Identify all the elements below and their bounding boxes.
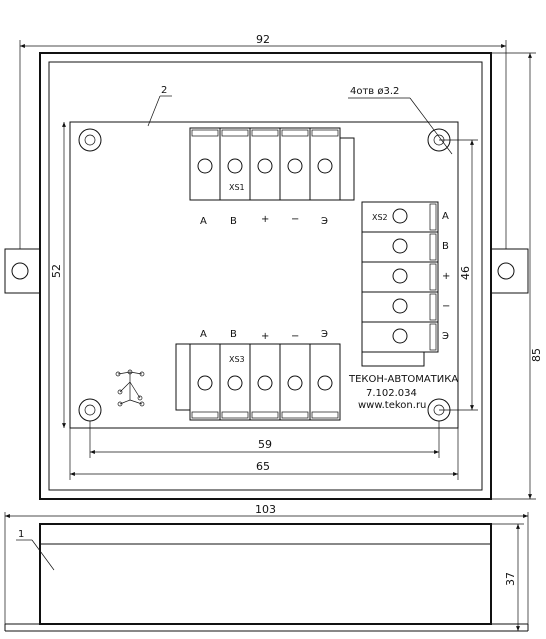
xs1-pin-plus: + <box>261 214 269 225</box>
xs2-pin-plus: + <box>442 271 450 282</box>
xs1-pin-a: A <box>200 216 207 227</box>
xs2-label: XS2 <box>372 213 388 222</box>
xs1-pin-b: B <box>230 216 237 227</box>
terminal-block-xs3 <box>175 343 341 421</box>
dim-overall-width: 103 <box>255 503 276 516</box>
board-website: www.tekon.ru <box>358 400 426 411</box>
callout-holes <box>348 97 453 155</box>
xs3-label: XS3 <box>229 355 245 364</box>
callout-case-number: 1 <box>18 529 24 540</box>
terminal-block-xs2 <box>361 201 439 367</box>
dim-right-inner-height: 46 <box>459 266 472 280</box>
mounting-ear-left <box>4 248 40 294</box>
dim-left-height: 52 <box>50 264 63 278</box>
callout-board-number: 2 <box>161 85 167 96</box>
enclosure-outer <box>39 52 492 500</box>
enclosure-inner <box>48 61 483 491</box>
mounting-ear-right <box>491 248 529 294</box>
xs3-pin-minus: − <box>291 331 299 342</box>
board-part-number: 7.102.034 <box>366 388 417 399</box>
xs3-pin-a: A <box>200 329 207 340</box>
xs1-pin-e: Э <box>321 216 328 227</box>
dim-right-outer-height: 85 <box>530 348 543 362</box>
dim-top-width: 92 <box>256 33 270 46</box>
board-manufacturer: ТЕКОН-АВТОМАТИКА <box>348 374 458 385</box>
logo-icon <box>115 369 145 407</box>
xs2-pin-minus: − <box>442 301 450 312</box>
xs1-pin-minus: − <box>291 214 299 225</box>
callout-board <box>147 95 172 127</box>
callout-holes-text: 4отв ø3.2 <box>350 86 399 97</box>
xs2-pin-e: Э <box>442 331 449 342</box>
xs2-pin-b: B <box>442 241 449 252</box>
dim-board-width: 65 <box>256 460 270 473</box>
xs1-label: XS1 <box>229 183 245 192</box>
side-view <box>4 523 529 632</box>
xs2-pin-a: A <box>442 211 449 222</box>
callout-case <box>16 539 55 571</box>
dim-hole-span: 59 <box>258 438 272 451</box>
terminal-block-xs1 <box>189 127 355 201</box>
xs3-pin-b: B <box>230 329 237 340</box>
dim-case-height: 37 <box>504 572 517 586</box>
xs3-pin-plus: + <box>261 331 269 342</box>
xs3-pin-e: Э <box>321 329 328 340</box>
circuit-board <box>69 121 459 429</box>
